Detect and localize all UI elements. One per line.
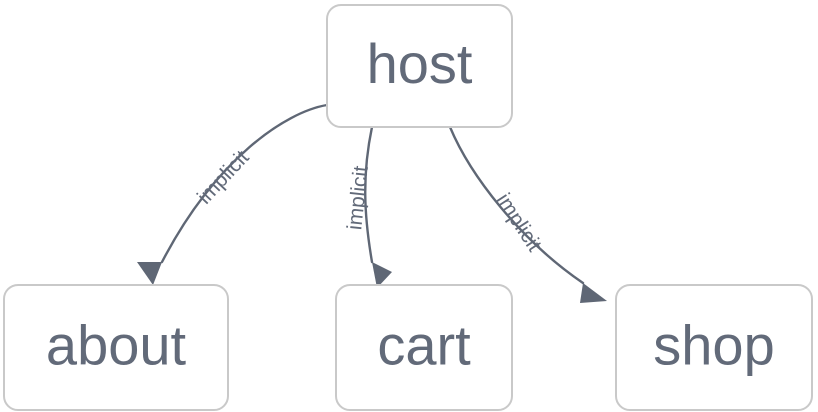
edge-line xyxy=(364,125,374,264)
node-label: cart xyxy=(377,313,471,376)
edge-line xyxy=(448,125,585,285)
edge-arrowhead-icon xyxy=(580,283,607,303)
node-label: about xyxy=(46,313,187,376)
graph-node-cart[interactable]: cart xyxy=(335,284,513,411)
node-label: shop xyxy=(653,313,774,376)
edge-arrowhead-icon xyxy=(137,262,162,285)
edge-label: implicit xyxy=(193,146,254,209)
node-box[interactable] xyxy=(335,284,513,411)
graph-node-host[interactable]: host xyxy=(326,4,513,128)
graph-node-shop[interactable]: shop xyxy=(615,284,813,411)
graph-node-about[interactable]: about xyxy=(3,284,229,411)
node-label: host xyxy=(367,32,473,95)
graph-edge-host-cart[interactable]: implicit xyxy=(343,125,392,288)
edge-arrowhead-icon xyxy=(372,262,392,288)
graph-edge-host-shop[interactable]: implicit xyxy=(448,125,607,303)
edge-label: implicit xyxy=(492,189,546,255)
edge-line xyxy=(160,103,329,264)
node-box[interactable] xyxy=(615,284,813,411)
node-box[interactable] xyxy=(326,4,513,128)
node-box[interactable] xyxy=(3,284,229,411)
graph-edge-host-about[interactable]: implicit xyxy=(137,103,329,285)
edge-label: implicit xyxy=(343,165,373,231)
